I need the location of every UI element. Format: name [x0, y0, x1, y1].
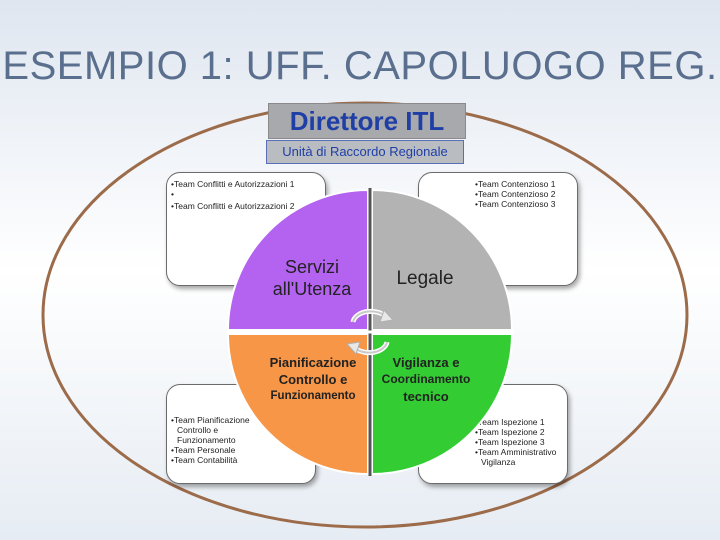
quadrant-label-vigilanza: Vigilanza e Coordinamento tecnico	[381, 355, 471, 404]
quadrant-label-servizi: Servizi all'Utenza	[272, 257, 352, 299]
quadrant-bottom-left	[226, 333, 369, 476]
card-item: Team Ispezione 2	[475, 427, 563, 437]
quadrant-top-right	[371, 188, 514, 331]
card-item: Team Conflitti e Autorizzazioni 1	[171, 179, 321, 189]
card-item: Team Conflitti e Autorizzazioni 2	[171, 201, 321, 211]
card-item: Team Contabilità	[171, 455, 261, 465]
card-item: Team Amministrativo Vigilanza	[475, 447, 563, 467]
card-item: Team Ispezione 1	[475, 417, 563, 427]
quadrant-top-left	[226, 188, 369, 331]
director-box: Direttore ITL	[268, 103, 466, 139]
quadrant-label-pianificazione: Pianificazione Controllo e Funzionamento	[269, 355, 357, 402]
unit-box: Unità di Raccordo Regionale	[266, 140, 464, 164]
card-item: Team Contenzioso 1	[475, 179, 573, 189]
quadrant-label-legale: Legale	[396, 268, 454, 289]
circular-arrows-icon	[346, 308, 394, 356]
card-item: Team Contenzioso 2	[475, 189, 573, 199]
card-item: Team Pianificazione Controllo e Funziona…	[171, 415, 261, 445]
card-item: Team Personale	[171, 445, 261, 455]
quadrant-bottom-right	[371, 333, 514, 476]
card-item: Team Ispezione 3	[475, 437, 563, 447]
page-title: ESEMPIO 1: UFF. CAPOLUOGO REG.	[2, 44, 718, 88]
card-item: Team Contenzioso 3	[475, 199, 573, 209]
